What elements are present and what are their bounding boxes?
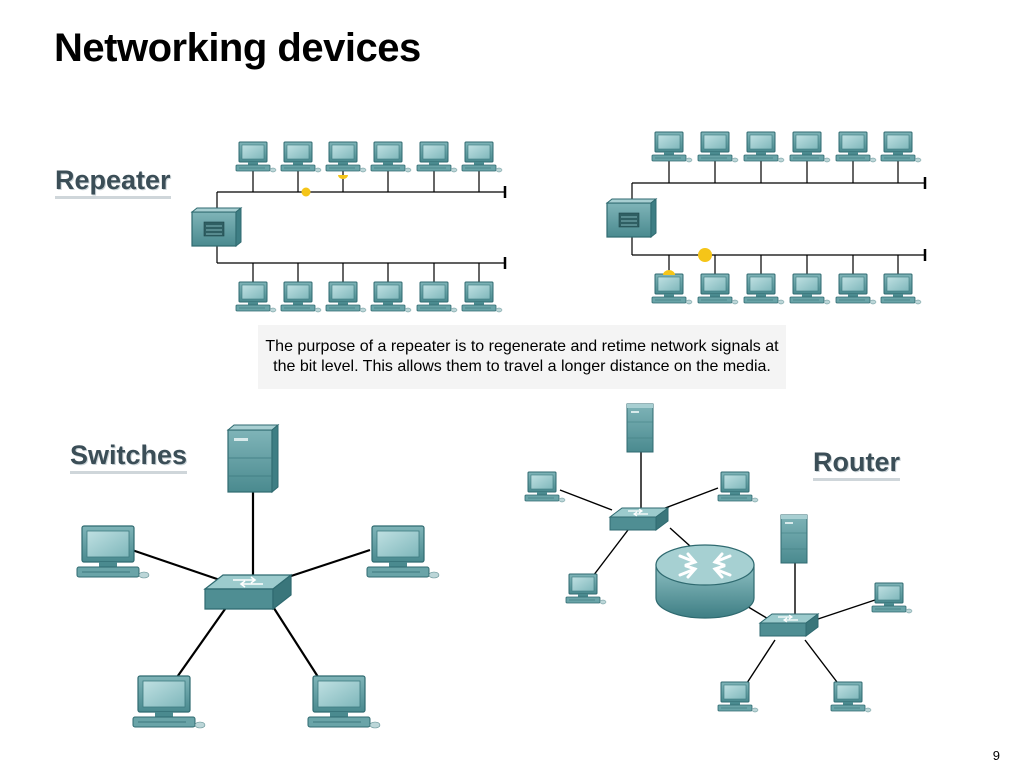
computer-icon — [697, 273, 739, 305]
computer-icon — [280, 141, 322, 173]
signal-dot — [663, 270, 675, 275]
page-number: 9 — [992, 748, 1000, 763]
computer-icon — [307, 675, 381, 729]
server-icon — [227, 424, 279, 493]
server-icon — [780, 514, 808, 564]
computer-icon — [325, 281, 367, 313]
repeater-caption: The purpose of a repeater is to regenera… — [258, 325, 786, 389]
computer-icon — [461, 281, 503, 313]
computer-icon — [789, 131, 831, 163]
computer-icon — [880, 131, 922, 163]
computer-icon — [880, 273, 922, 305]
signal-dot — [698, 248, 712, 262]
computer-icon — [235, 281, 277, 313]
computer-icon — [743, 131, 785, 163]
computer-icon — [370, 141, 412, 173]
switches-label: Switches — [70, 440, 188, 474]
computer-icon — [717, 471, 759, 503]
router-label: Router — [813, 447, 900, 481]
computer-icon — [132, 675, 206, 729]
switch-icon — [204, 574, 292, 610]
computer-icon — [235, 141, 277, 173]
computer-icon — [461, 141, 503, 173]
repeater-icon — [191, 207, 242, 247]
router-icon — [655, 544, 755, 619]
computer-icon — [651, 273, 693, 305]
switch-icon — [759, 613, 819, 637]
computer-icon — [370, 281, 412, 313]
computer-icon — [743, 273, 785, 305]
repeater-diagram-left — [216, 170, 507, 284]
computer-icon — [565, 573, 607, 605]
repeater-caption-text: The purpose of a repeater is to regenera… — [265, 338, 779, 375]
repeater-left-computers — [235, 141, 503, 313]
repeater-icon — [606, 198, 657, 238]
computer-icon — [416, 281, 458, 313]
computer-icon — [835, 131, 877, 163]
computer-icon — [280, 281, 322, 313]
computer-icon — [524, 471, 566, 503]
computer-icon — [366, 525, 440, 579]
computer-icon — [325, 141, 367, 173]
computer-icon — [789, 273, 831, 305]
signal-dot — [338, 175, 348, 179]
computer-icon — [651, 131, 693, 163]
repeater-right-computers — [651, 131, 922, 305]
computer-icon — [416, 141, 458, 173]
repeater-diagram-right — [631, 160, 927, 276]
computer-icon — [717, 681, 759, 713]
computer-icon — [830, 681, 872, 713]
switch-links — [131, 490, 371, 681]
signal-dot — [301, 187, 311, 197]
computer-icon — [835, 273, 877, 305]
repeater-label: Repeater — [55, 165, 171, 199]
router-links — [559, 450, 876, 687]
computer-icon — [871, 582, 913, 614]
switch-icon — [609, 507, 669, 531]
server-icon — [626, 403, 654, 453]
page-title: Networking devices — [54, 26, 421, 70]
computer-icon — [697, 131, 739, 163]
